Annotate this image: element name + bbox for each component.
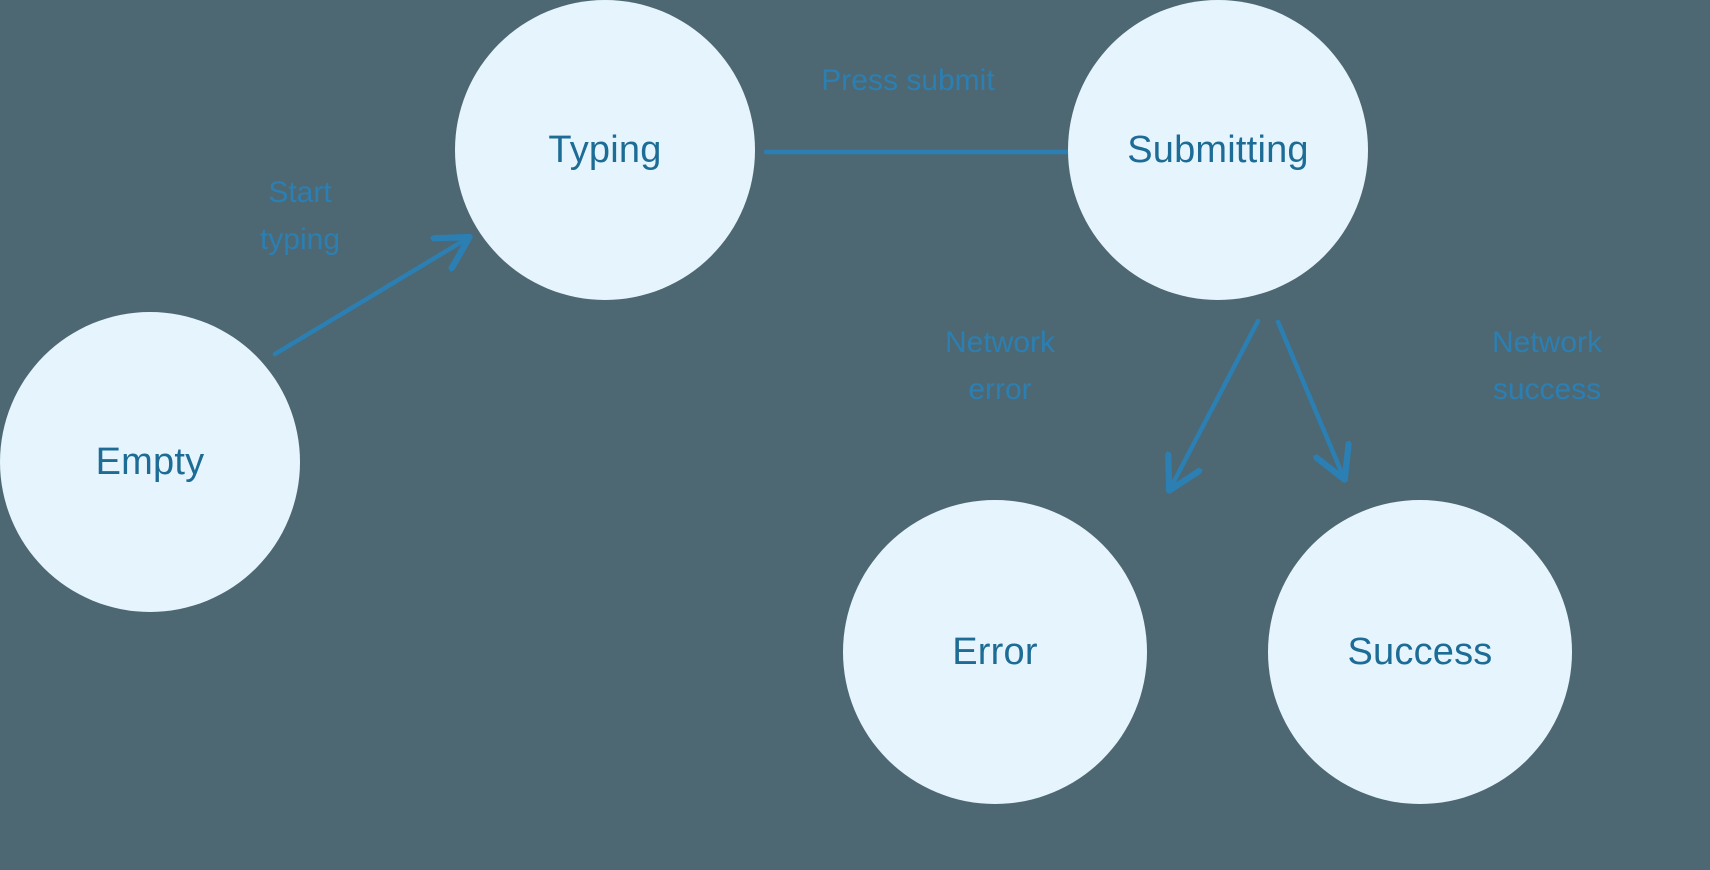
state-node-label: Error [952, 631, 1038, 673]
edge-label-start-typing: Start typing [259, 176, 341, 256]
state-node-label: Submitting [1127, 129, 1309, 171]
edge-label-network-success: Network success [1491, 326, 1603, 406]
state-node-empty[interactable]: Empty [0, 312, 300, 612]
state-node-label: Success [1347, 631, 1493, 673]
edge-label-network-error: Network error [944, 326, 1056, 406]
edge-label-press-submit: Press submit [821, 64, 995, 97]
state-node-error[interactable]: Error [843, 500, 1147, 804]
edge-network-success [1275, 319, 1344, 478]
state-node-success[interactable]: Success [1268, 500, 1572, 804]
state-node-label: Typing [548, 129, 662, 171]
state-node-submitting[interactable]: Submitting [1068, 0, 1368, 300]
state-node-typing[interactable]: Typing [455, 0, 755, 300]
state-node-label: Empty [95, 441, 205, 483]
edge-network-error [1170, 318, 1261, 489]
